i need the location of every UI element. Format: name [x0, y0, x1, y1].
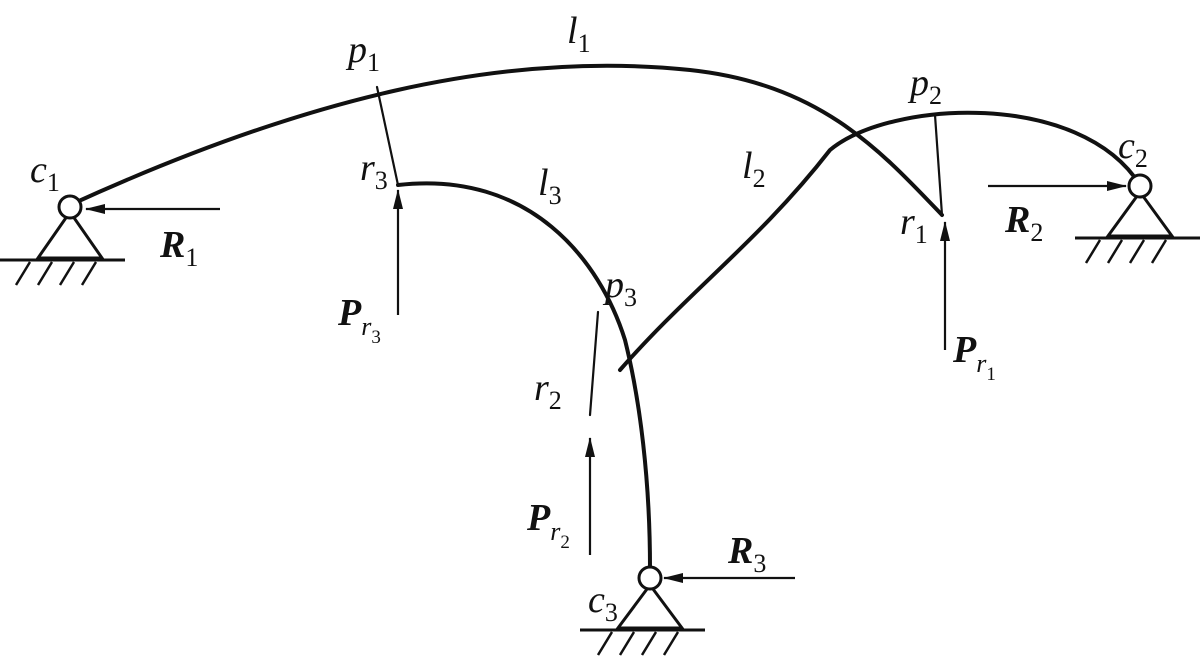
label-r3: r3	[360, 147, 388, 195]
label-c2: c2	[1118, 125, 1148, 173]
curve-l2	[618, 110, 1142, 372]
label-c1: c1	[30, 149, 60, 197]
label-p2: p2	[907, 62, 942, 110]
label-l2: l2	[742, 145, 766, 193]
label-Pr3: Pr3	[337, 292, 381, 348]
label-p3: p3	[602, 264, 637, 312]
label-p1: p1	[345, 29, 380, 77]
support-c3	[580, 565, 705, 656]
label-c3: c3	[588, 579, 618, 627]
label-r1: r1	[900, 201, 928, 249]
label-Pr1: Pr1	[952, 329, 996, 385]
label-R1: R1	[159, 224, 198, 272]
label-l3: l3	[538, 162, 562, 210]
label-l1: l1	[567, 10, 591, 58]
label-r2: r2	[534, 367, 562, 415]
link-p1-r3	[375, 85, 400, 187]
curve-l3	[396, 181, 652, 570]
support-c1	[0, 194, 125, 286]
link-p3-r2	[588, 310, 600, 417]
support-c2	[1075, 173, 1200, 264]
label-R3: R3	[727, 530, 766, 578]
label-R2: R2	[1004, 199, 1043, 247]
label-Pr2: Pr2	[526, 497, 570, 553]
curve-l1	[68, 63, 944, 217]
link-p2-r1	[933, 113, 944, 217]
